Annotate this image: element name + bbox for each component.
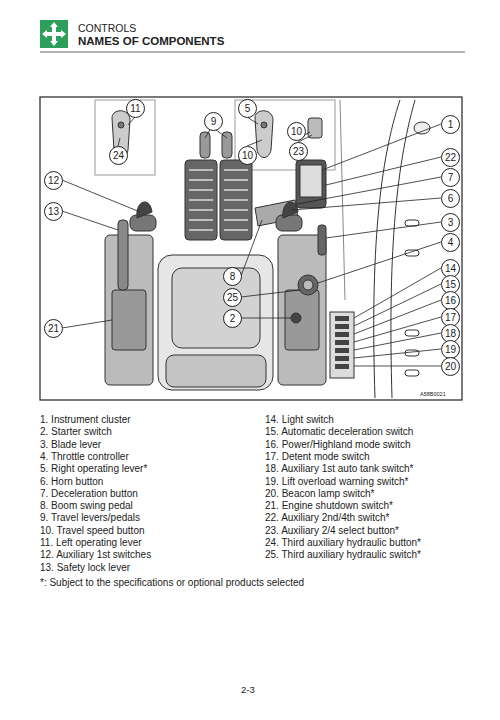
page-title: NAMES OF COMPONENTS [78, 35, 224, 47]
cab-drawing [95, 100, 430, 398]
legend-item: 8. Boom swing pedal [40, 500, 133, 511]
callout-text: 9 [211, 117, 217, 127]
callout-number: 25 [223, 288, 242, 307]
callout-number: 23 [289, 142, 308, 161]
header-rule [40, 52, 465, 53]
legend-item: 6. Horn button [40, 476, 103, 487]
callout-text: 14 [445, 264, 456, 274]
legend-item: 2. Starter switch [40, 426, 112, 437]
callout-text: 16 [445, 296, 456, 306]
header-icon [40, 20, 68, 48]
header-icon-arrows [42, 22, 66, 46]
callout-text: 6 [448, 194, 454, 204]
callout-number: 24 [109, 146, 128, 165]
callout-text: 17 [445, 313, 456, 323]
callout-number: 1 [441, 115, 460, 134]
callout-number: 6 [441, 189, 460, 208]
legend-item: 4. Throttle controller [40, 451, 129, 462]
callout-text: 20 [445, 362, 456, 372]
callout-number: 12 [44, 171, 63, 190]
callout-number: 7 [441, 168, 460, 187]
footnote: *: Subject to the specifications or opti… [40, 577, 304, 588]
legend-item: 5. Right operating lever* [40, 463, 147, 474]
legend-item: 19. Lift overload warning switch* [265, 476, 408, 487]
callout-number: 5 [238, 99, 257, 118]
legend-item: 9. Travel levers/pedals [40, 512, 140, 523]
legend-item: 21. Engine shutdown switch* [265, 500, 393, 511]
legend-item: 25. Third auxiliary hydraulic switch* [265, 549, 421, 560]
callout-text: 3 [448, 218, 454, 228]
cab-drawing-lower [105, 160, 354, 390]
pedal-ribs [189, 170, 248, 230]
legend-item: 20. Beacon lamp switch* [265, 488, 375, 499]
section-label: CONTROLS [78, 22, 136, 34]
callout-text: 23 [293, 147, 304, 157]
legend-item: 16. Power/Highland mode switch [265, 439, 411, 450]
callout-text: 8 [230, 272, 236, 282]
callout-number: 11 [126, 99, 145, 118]
callout-text: 10 [242, 151, 253, 161]
callout-text: 15 [445, 280, 456, 290]
legend-item: 18. Auxiliary 1st auto tank switch* [265, 463, 413, 474]
callout-number: 10 [238, 146, 257, 165]
leader-lines [62, 117, 441, 366]
legend-item: 11. Left operating lever [40, 537, 142, 548]
legend-item: 10. Travel speed button [40, 525, 145, 536]
legend-item: 17. Detent mode switch [265, 451, 370, 462]
figure-code: A58B0021 [420, 391, 446, 397]
callout-number: 22 [441, 148, 460, 167]
callout-text: 18 [445, 329, 456, 339]
callout-text: 19 [445, 345, 456, 355]
callout-text: 25 [227, 293, 238, 303]
callout-text: 11 [130, 104, 140, 114]
callout-number: 9 [204, 112, 223, 131]
legend-item: 22. Auxiliary 2nd/4th switch* [265, 512, 390, 523]
callout-text: 22 [445, 153, 456, 163]
callout-text: 1 [448, 120, 454, 130]
legend-item: 14. Light switch [265, 414, 334, 425]
legend-item: 3. Blade lever [40, 439, 101, 450]
callout-text: 24 [113, 151, 124, 161]
callout-number: 3 [441, 213, 460, 232]
callout-text: 7 [448, 173, 454, 183]
callout-text: 10 [291, 127, 302, 137]
callout-text: 4 [448, 238, 454, 248]
callout-text: 5 [245, 104, 251, 114]
callout-number: 4 [441, 233, 460, 252]
callout-text: 21 [48, 324, 59, 334]
callout-number: 20 [441, 357, 460, 376]
callout-text: 13 [48, 207, 59, 217]
legend-item: 13. Safety lock lever [40, 562, 130, 573]
legend-item: 23. Auxiliary 2/4 select button* [265, 525, 399, 536]
legend-item: 24. Third auxiliary hydraulic button* [265, 537, 421, 548]
legend-item: 7. Deceleration button [40, 488, 138, 499]
page-number: 2-3 [241, 684, 255, 695]
callout-number: 2 [223, 309, 242, 328]
legend-item: 12. Auxiliary 1st switches [40, 549, 151, 560]
callout-number: 10 [287, 122, 306, 141]
panel-switches [335, 316, 349, 369]
callout-number: 13 [44, 202, 63, 221]
legend-item: 15. Automatic deceleration switch [265, 426, 413, 437]
callout-text: 12 [48, 176, 59, 186]
legend-item: 1. Instrument cluster [40, 414, 131, 425]
illustration-frame [40, 97, 462, 400]
callout-number: 8 [223, 267, 242, 286]
callout-number: 21 [44, 319, 63, 338]
callout-text: 2 [230, 314, 236, 324]
